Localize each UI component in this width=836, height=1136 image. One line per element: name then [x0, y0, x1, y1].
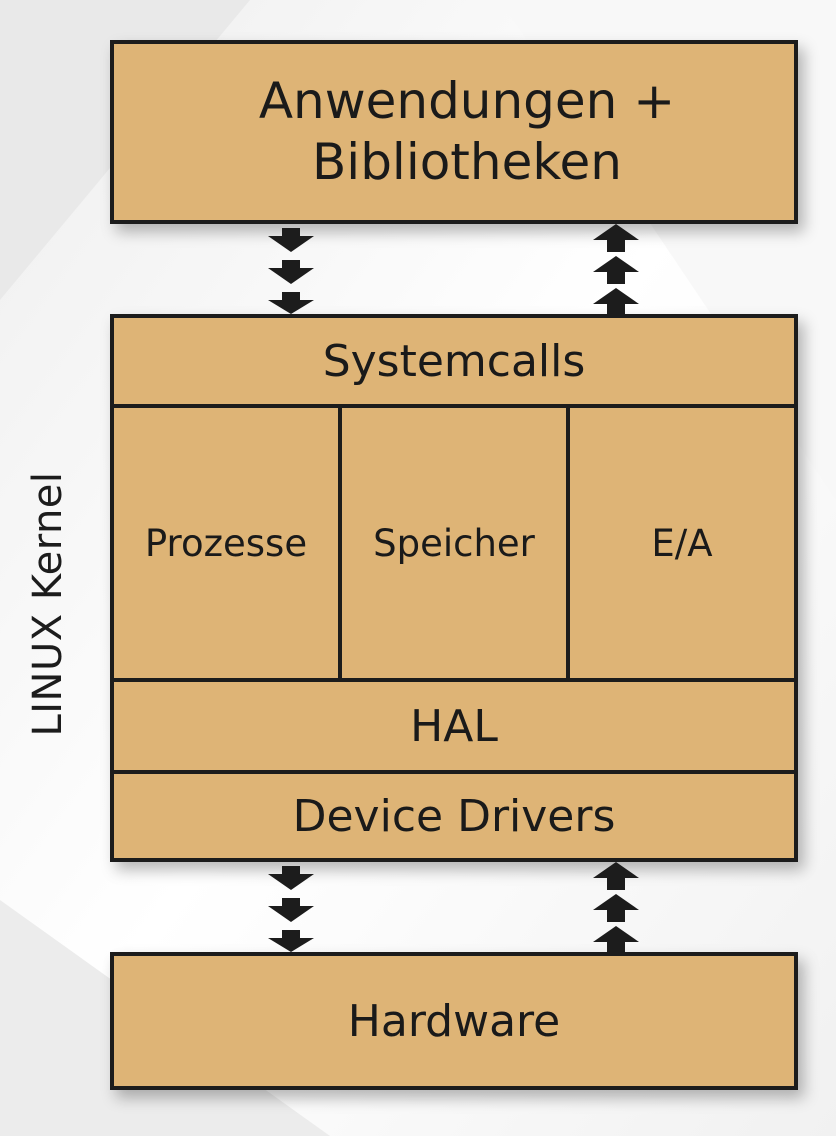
device-drivers-label: Device Drivers	[292, 790, 616, 842]
hal-label: HAL	[410, 700, 498, 752]
hardware-box: Hardware	[110, 952, 798, 1090]
hardware-label: Hardware	[347, 995, 561, 1047]
memory-cell: Speicher	[338, 408, 566, 678]
applications-label: Anwendungen +	[258, 72, 676, 130]
kernel-subsystems-layer: Prozesse Speicher E/A	[114, 408, 794, 682]
memory-label: Speicher	[373, 521, 535, 565]
device-drivers-layer: Device Drivers	[114, 774, 794, 858]
linux-kernel-box: Systemcalls Prozesse Speicher E/A HAL De…	[110, 314, 798, 862]
systemcalls-layer: Systemcalls	[114, 318, 794, 408]
io-cell: E/A	[566, 408, 794, 678]
hal-layer: HAL	[114, 682, 794, 774]
libraries-label: Bibliotheken	[312, 133, 622, 191]
processes-cell: Prozesse	[114, 408, 338, 678]
systemcalls-label: Systemcalls	[322, 335, 586, 387]
linux-kernel-side-label: LINUX Kernel	[25, 471, 71, 737]
processes-label: Prozesse	[144, 521, 308, 565]
io-label: E/A	[651, 521, 713, 565]
applications-libraries-box: Anwendungen + Bibliotheken	[110, 40, 798, 224]
